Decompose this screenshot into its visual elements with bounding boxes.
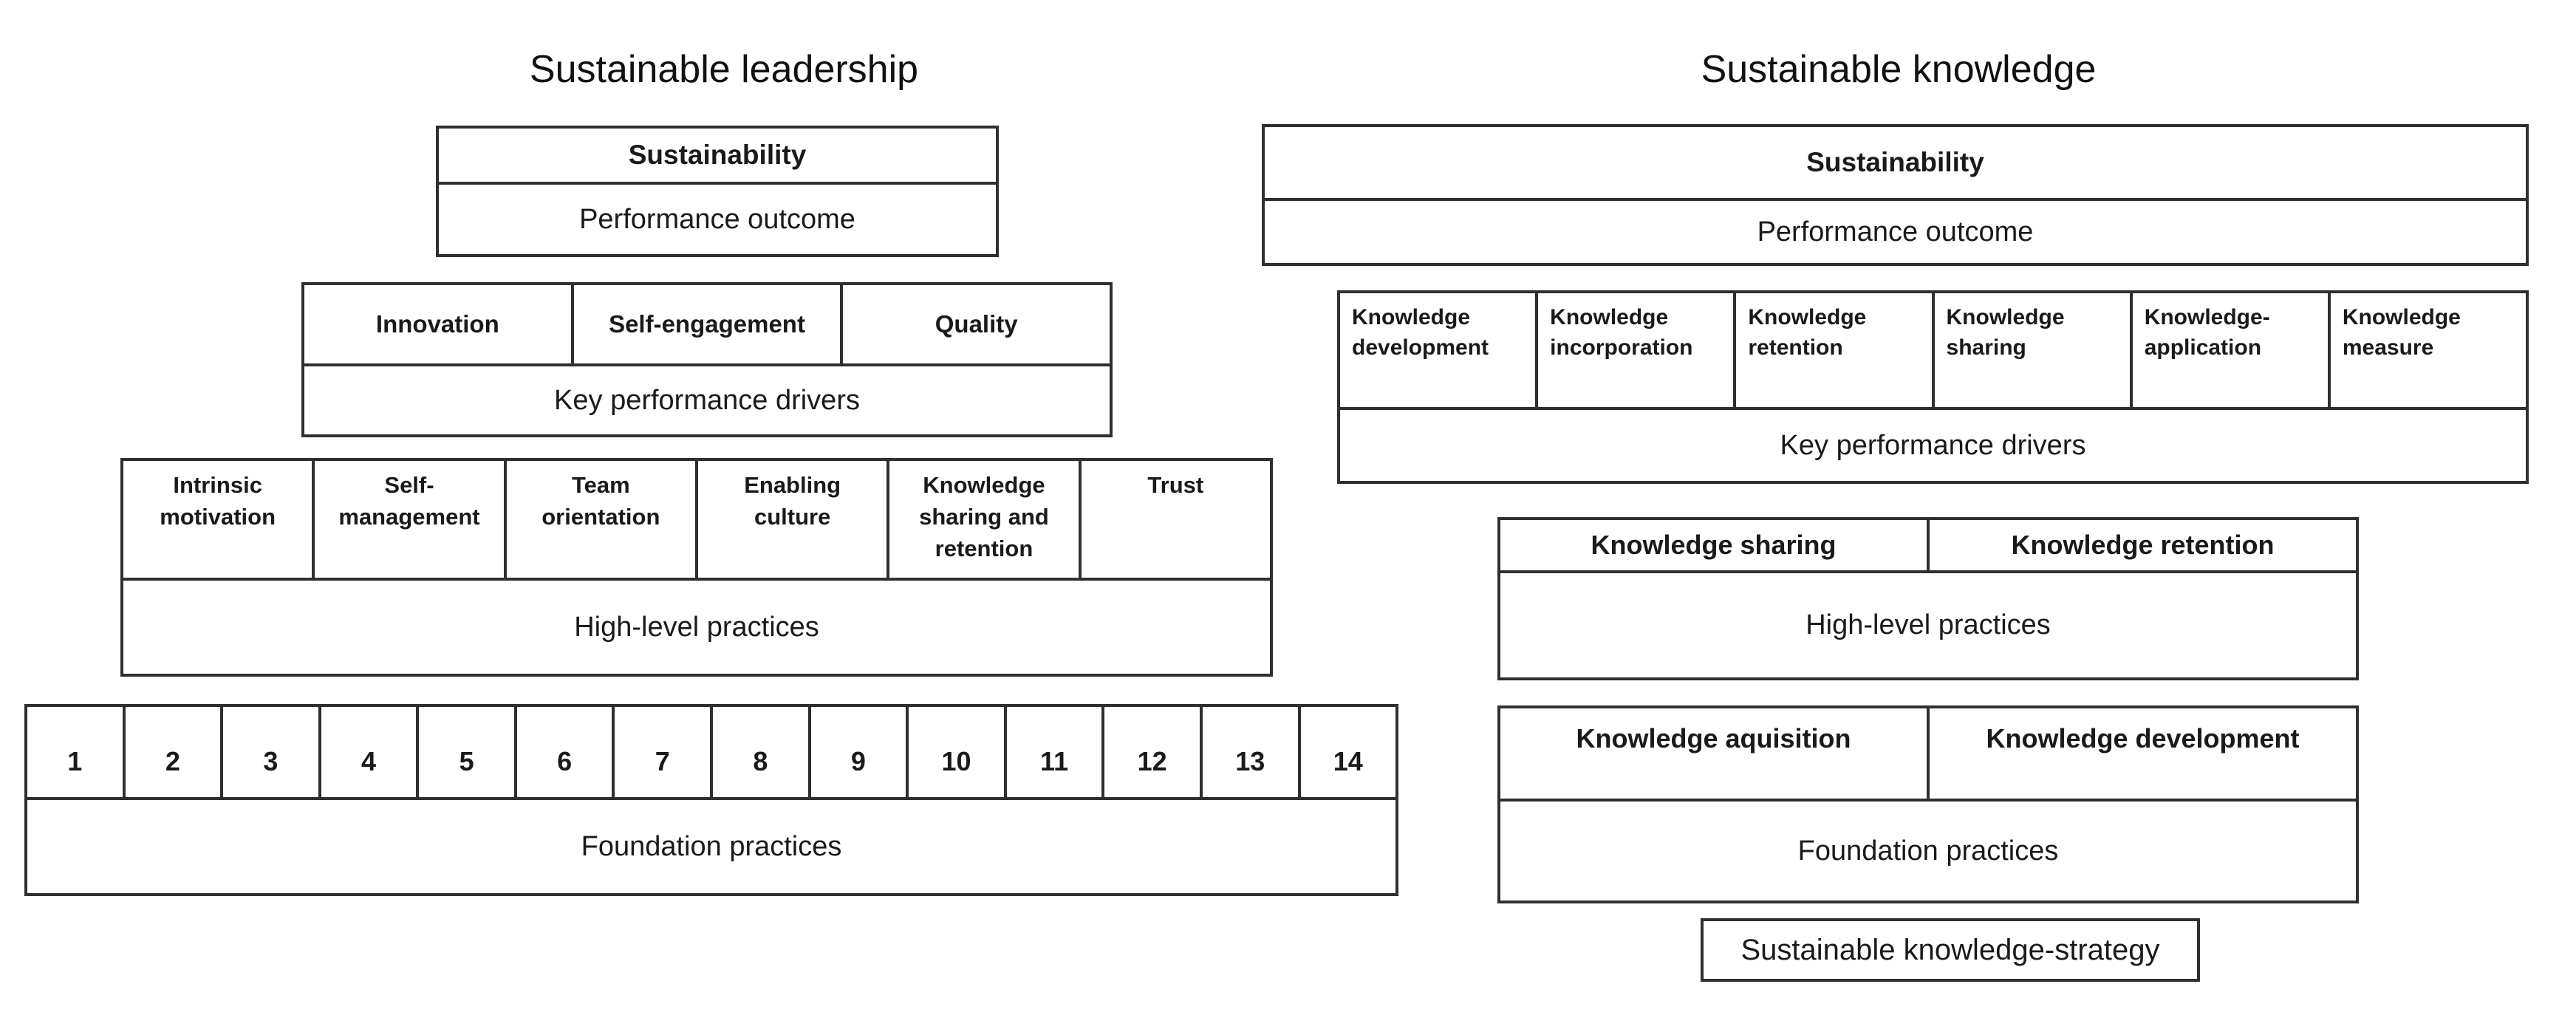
foundation-number-cell-6: 6: [517, 707, 615, 797]
right-level3-cell-knowledge-retention: Knowledge retention: [2011, 530, 2275, 561]
right-key-performance-drivers-label: Key performance drivers: [1780, 429, 2086, 461]
foundation-number-cell-3: 3: [223, 707, 321, 797]
left-foundation-practices-box: 1 2 3 4 5 6 7 8 9 10 11 12 13 14 Foundat…: [24, 704, 1398, 896]
left-performance-outcome-box: Sustainability Performance outcome: [436, 126, 999, 257]
right-level2-cell-knowledge-sharing: Knowledge sharing: [1935, 293, 2133, 407]
left-level2-cells-row: Innovation Self-engagement Quality: [304, 285, 1110, 366]
right-key-performance-drivers-box: Knowledge development Knowledge incorpor…: [1337, 290, 2529, 484]
sustainable-knowledge-strategy-box: Sustainable knowledge-strategy: [1701, 918, 2200, 982]
right-foundation-practices-box: Knowledge aquisition Knowledge developme…: [1497, 705, 2359, 903]
left-sustainability-header: Sustainability: [439, 129, 996, 185]
foundation-number-cell-8: 8: [713, 707, 811, 797]
left-level3-cell-trust: Trust: [1147, 472, 1204, 498]
left-high-level-practices-label: High-level practices: [574, 611, 819, 643]
foundation-number-cell-14: 14: [1333, 746, 1363, 777]
right-level2-cell-knowledge-measure: Knowledge measure: [2342, 305, 2461, 360]
foundation-number-cell-9: 9: [811, 707, 909, 797]
right-level3-cell-knowledge-sharing: Knowledge sharing: [1500, 520, 1930, 570]
left-level3-cell-knowledge-sharing-retention: Knowledge sharing and retention: [889, 461, 1082, 578]
left-key-performance-drivers-box: Innovation Self-engagement Quality Key p…: [301, 282, 1113, 437]
left-foundation-numbers-row: 1 2 3 4 5 6 7 8 9 10 11 12 13 14: [27, 707, 1395, 800]
right-high-level-practices-label: High-level practices: [1805, 609, 2051, 640]
right-level2-cell-knowledge-development: Knowledge development: [1340, 293, 1539, 407]
right-level4-cells-row: Knowledge aquisition Knowledge developme…: [1500, 708, 2356, 802]
right-level4-cell-knowledge-development: Knowledge development: [1986, 723, 2300, 753]
foundation-number-cell-12: 12: [1104, 707, 1203, 797]
left-level2-cell-innovation: Innovation: [304, 285, 574, 363]
right-sustainability-header: Sustainability: [1265, 127, 2526, 201]
foundation-number-cell-2: 2: [126, 707, 224, 797]
foundation-number-cell-4: 4: [321, 707, 420, 797]
right-performance-outcome-label: Performance outcome: [1757, 216, 2034, 247]
right-level2-cell-knowledge-retention: Knowledge retention: [1736, 293, 1935, 407]
left-level3-cell-enabling-culture: Enabling culture: [698, 461, 890, 578]
right-foundation-practices-label: Foundation practices: [1797, 835, 2059, 867]
left-diagram-title: Sustainable leadership: [529, 48, 919, 91]
foundation-number-cell-5: 5: [419, 707, 517, 797]
left-key-performance-drivers-label: Key performance drivers: [554, 384, 860, 416]
left-level3-cell-team-orientation: Team orientation: [507, 461, 698, 578]
right-level2-cells-row: Knowledge development Knowledge incorpor…: [1340, 293, 2526, 410]
left-high-level-practices-box: Intrinsic motivation Self-management Tea…: [120, 458, 1273, 677]
sustainable-knowledge-strategy-label: Sustainable knowledge-strategy: [1740, 933, 2160, 966]
left-level3-cell-intrinsic-motivation: Intrinsic motivation: [123, 461, 315, 578]
left-level3-cell-self-management: Self-management: [315, 461, 507, 578]
foundation-number-cell-11: 11: [1007, 707, 1105, 797]
left-level2-cell-self-engagement: Self-engagement: [574, 285, 844, 363]
left-level3-cells-row: Intrinsic motivation Self-management Tea…: [123, 461, 1270, 581]
foundation-number-cell-13: 13: [1203, 707, 1301, 797]
left-foundation-practices-label: Foundation practices: [581, 830, 842, 862]
left-performance-outcome-label: Performance outcome: [579, 203, 855, 235]
right-level2-cell-knowledge-incorporation: Knowledge incorporation: [1538, 293, 1737, 407]
foundation-number-cell-10: 10: [909, 707, 1007, 797]
left-level2-cell-quality: Quality: [935, 310, 1018, 338]
right-level2-cell-knowledge-application: Knowledge-application: [2133, 293, 2331, 407]
right-performance-outcome-box: Sustainability Performance outcome: [1262, 124, 2529, 266]
foundation-number-cell-7: 7: [615, 707, 714, 797]
right-level3-cells-row: Knowledge sharing Knowledge retention: [1500, 520, 2356, 573]
right-high-level-practices-box: Knowledge sharing Knowledge retention Hi…: [1497, 517, 2359, 680]
right-level4-cell-knowledge-aquisition: Knowledge aquisition: [1500, 708, 1930, 799]
right-diagram-title: Sustainable knowledge: [1701, 48, 2097, 91]
foundation-number-cell-1: 1: [27, 707, 126, 797]
